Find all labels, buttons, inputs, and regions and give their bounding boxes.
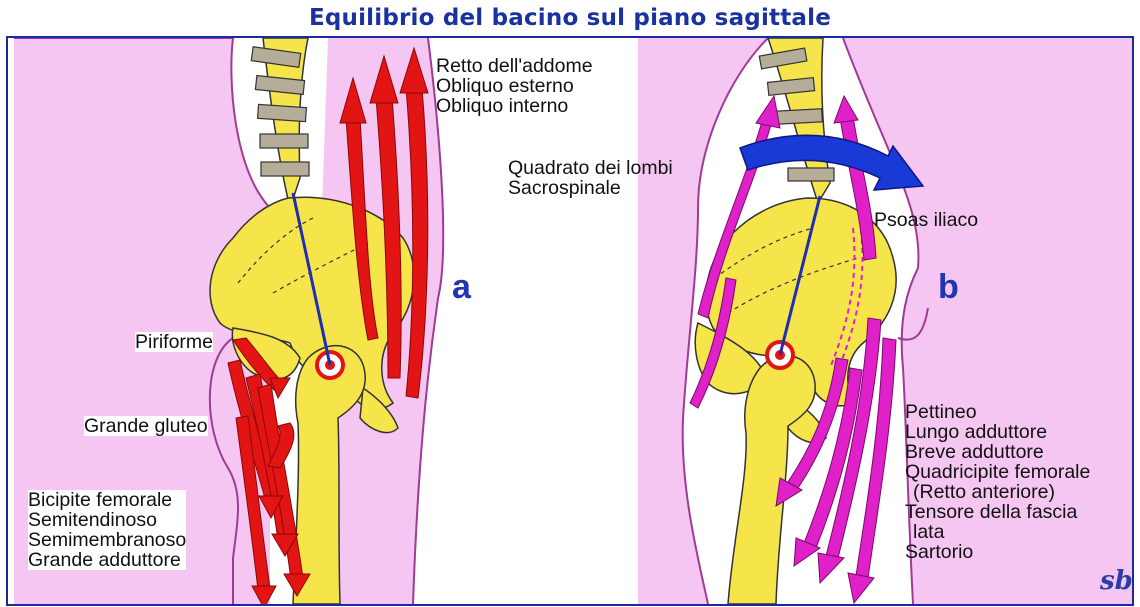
- spine-a: [251, 38, 309, 208]
- piriformis-label: Piriforme: [135, 332, 213, 352]
- anterior-thigh-label: Pettineo Lungo adduttore Breve adduttore…: [905, 402, 1090, 562]
- gluteus-label: Grande gluteo: [84, 416, 208, 436]
- abdominal-muscles-label: Retto dell'addome Obliquo esterno Obliqu…: [436, 56, 593, 116]
- page-title: Equilibrio del bacino sul piano sagittal…: [0, 0, 1140, 36]
- posterior-thigh-label: Bicipite femorale Semitendinoso Semimemb…: [28, 490, 186, 570]
- panel-b-letter: b: [938, 270, 959, 304]
- diagram-frame: a b Retto dell'addome Obliquo esterno Ob…: [6, 36, 1134, 606]
- author-signature: sb: [1100, 566, 1133, 596]
- psoas-label: Psoas iliaco: [874, 210, 978, 230]
- lumbar-muscles-label: Quadrato dei lombi Sacrospinale: [508, 158, 673, 198]
- panel-a-letter: a: [452, 270, 471, 304]
